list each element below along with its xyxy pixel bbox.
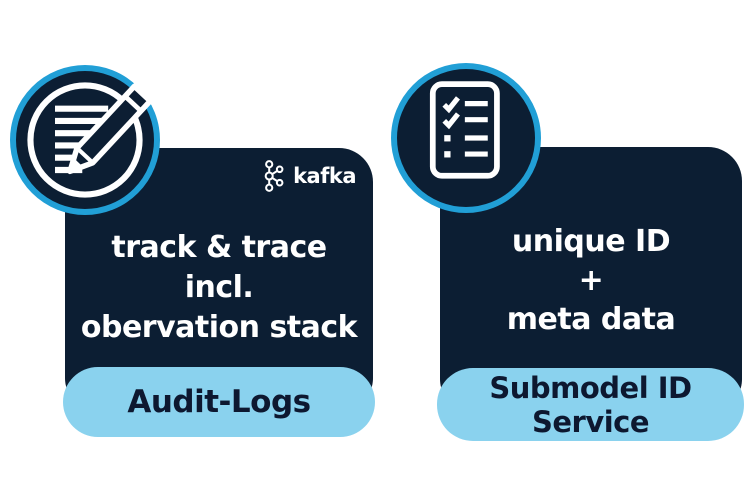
pill-label: Audit-Logs — [127, 384, 311, 420]
card-title-submodel: unique ID + meta data — [440, 222, 742, 339]
card-title-line: meta data — [506, 302, 676, 337]
card-title-line: track & trace — [111, 230, 327, 265]
submodel-badge — [391, 63, 541, 213]
audit-logs-badge — [10, 65, 160, 215]
audit-logs-pill: Audit-Logs — [63, 367, 375, 437]
pill-label: Service — [531, 404, 650, 439]
card-title-audit-logs: track & trace incl. obervation stack — [65, 228, 373, 348]
kafka-label: kafka — [293, 164, 356, 188]
kafka-logo: kafka — [262, 160, 356, 192]
edit-note-icon — [10, 65, 160, 215]
card-title-line: obervation stack — [80, 310, 358, 345]
kafka-logo-icon — [262, 160, 286, 192]
checklist-icon — [403, 75, 529, 201]
card-title-line: + — [578, 263, 604, 298]
pill-label: Submodel ID — [489, 370, 692, 405]
card-title-line: unique ID — [511, 224, 671, 259]
submodel-pill: Submodel ID Service — [437, 368, 744, 441]
card-title-line: incl. — [184, 270, 254, 305]
